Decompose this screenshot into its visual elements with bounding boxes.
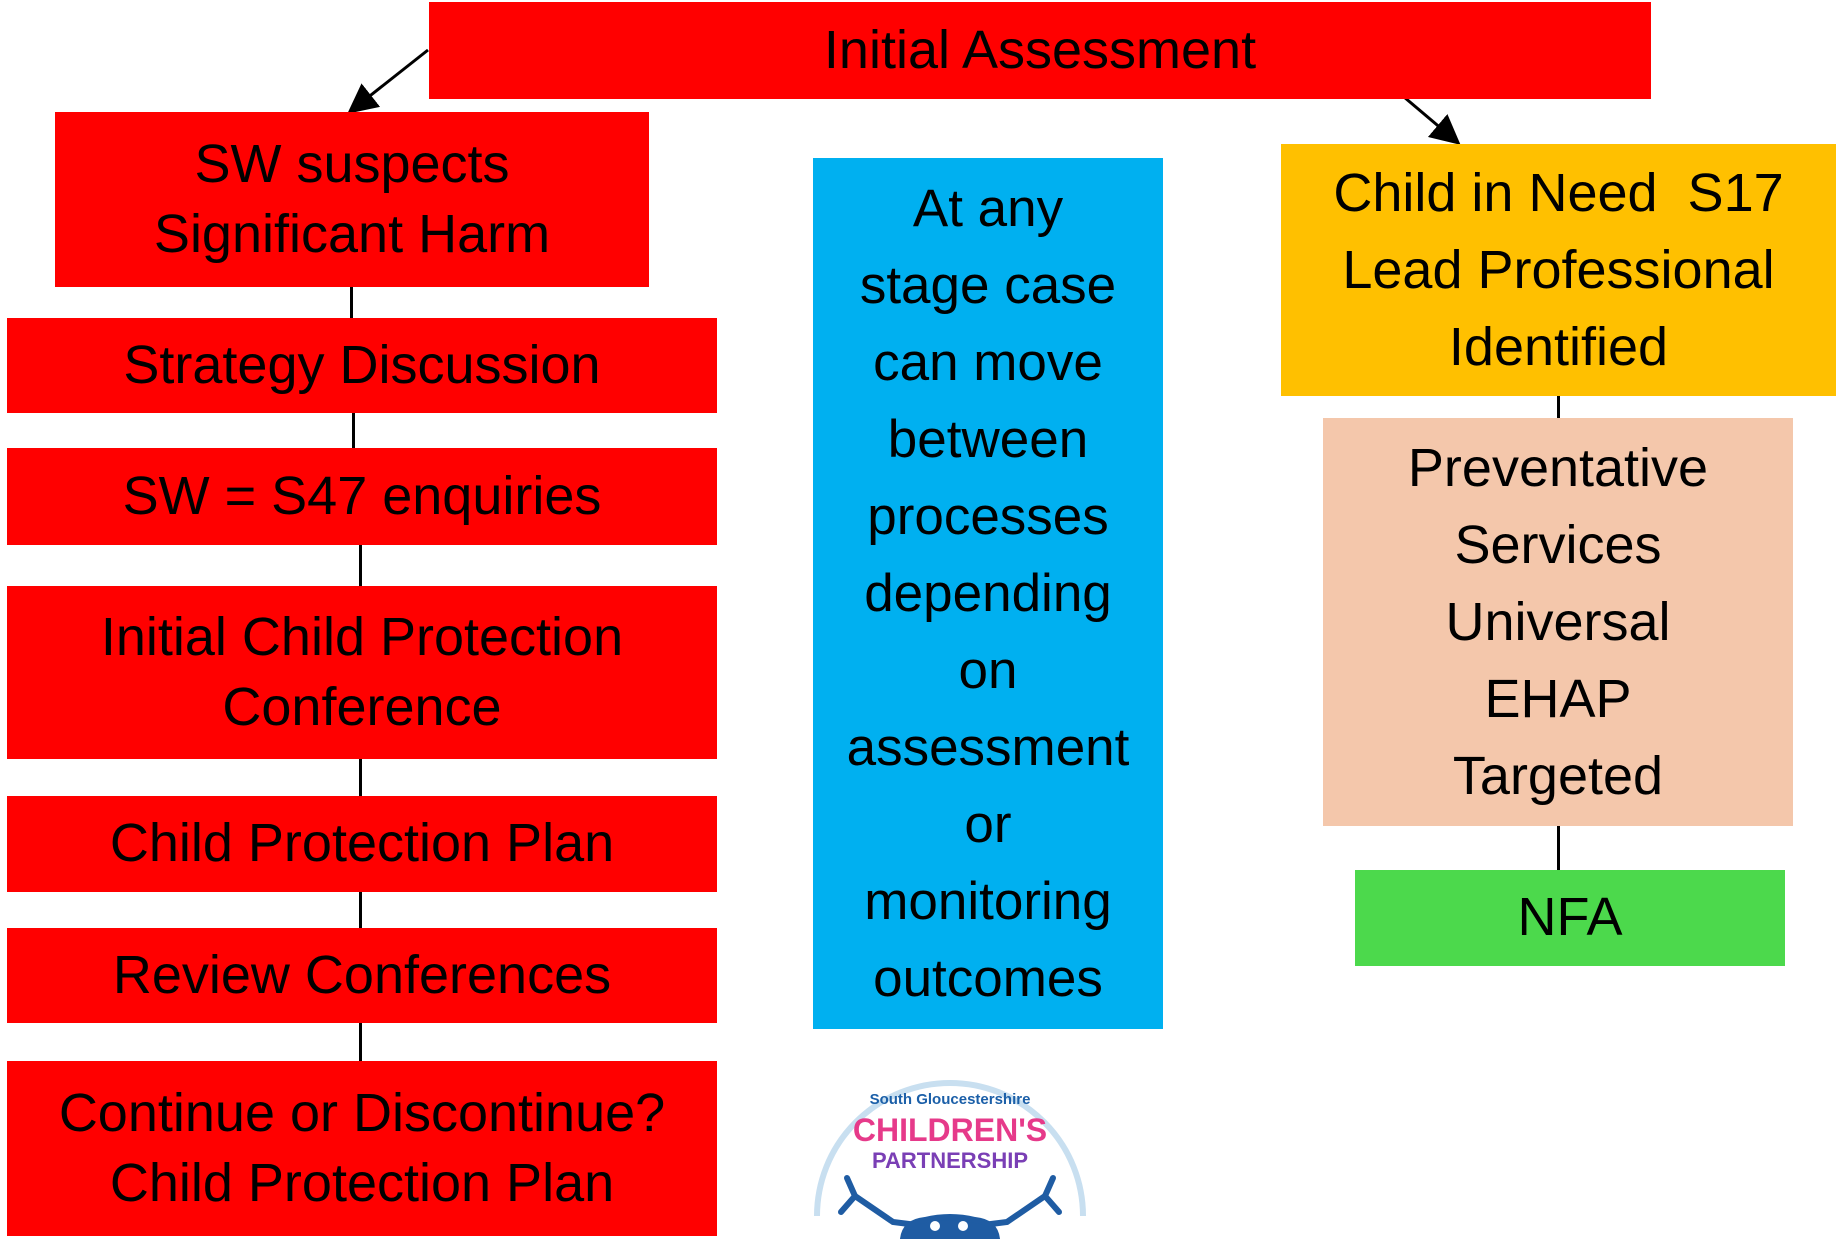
child-in-need-line-2: Lead Professional — [1342, 239, 1775, 300]
child-in-need-box: Child in Need S17 Lead Professional Iden… — [1281, 144, 1836, 396]
services-line: EHAP — [1484, 668, 1632, 729]
child-in-need-line-1: Child in Need S17 — [1333, 162, 1784, 223]
s47-enquiries-box: SW = S47 enquiries — [7, 448, 717, 545]
services-line: Targeted — [1452, 745, 1664, 806]
strategy-discussion-label: Strategy Discussion — [123, 334, 601, 395]
logo-line-2: CHILDREN'S — [853, 1112, 1047, 1148]
child-in-need-line-3: Identified — [1448, 316, 1669, 377]
child-protection-plan-box: Child Protection Plan — [7, 796, 717, 892]
child-protection-plan-label: Child Protection Plan — [109, 813, 615, 874]
connector-line — [359, 544, 362, 588]
s47-enquiries-label: SW = S47 enquiries — [122, 465, 602, 526]
significant-harm-line-2: Significant Harm — [153, 203, 551, 264]
note-line: stage case — [859, 256, 1117, 315]
note-line: processes — [867, 487, 1109, 546]
logo-line-3: PARTNERSHIP — [872, 1148, 1028, 1173]
connector-line — [350, 286, 353, 322]
initial-assessment-label: Initial Assessment — [823, 19, 1257, 80]
nfa-label: NFA — [1517, 887, 1623, 948]
arrow-to-significant-harm — [347, 48, 429, 114]
review-conferences-label: Review Conferences — [112, 944, 612, 1005]
note-line: monitoring — [864, 872, 1112, 931]
note-line: or — [964, 795, 1012, 854]
review-conferences-box: Review Conferences — [7, 928, 717, 1023]
note-line: on — [958, 641, 1018, 700]
initial-child-protection-conference-box: Initial Child Protection Conference — [7, 586, 717, 759]
significant-harm-line-1: SW suspects — [194, 134, 510, 195]
icpc-line-1: Initial Child Protection — [100, 607, 624, 668]
logo-figure — [838, 1175, 1062, 1239]
note-line: between — [887, 410, 1089, 469]
connector-line — [359, 891, 362, 929]
logo-eye — [930, 1221, 940, 1231]
note-line: can move — [873, 333, 1103, 392]
note-line: outcomes — [873, 949, 1103, 1008]
services-line: Services — [1454, 514, 1662, 575]
connector-line — [352, 412, 355, 450]
icpc-line-2: Conference — [222, 676, 502, 737]
initial-assessment-box: Initial Assessment — [429, 2, 1651, 99]
connector-line — [359, 1022, 362, 1062]
childrens-partnership-logo: South Gloucestershire CHILDREN'S PARTNER… — [814, 1080, 1086, 1239]
services-line: Universal — [1445, 591, 1671, 652]
arrow-to-child-in-need — [1403, 95, 1461, 145]
logo-line-1: South Gloucestershire — [870, 1091, 1031, 1108]
significant-harm-box: SW suspects Significant Harm — [55, 112, 649, 287]
connector-line — [1557, 826, 1560, 872]
note-line: At any — [912, 179, 1064, 238]
continue-line-1: Continue or Discontinue? — [58, 1083, 666, 1144]
logo-arch — [814, 1080, 1086, 1217]
logo-eye — [958, 1221, 968, 1231]
preventative-services-box: Preventative Services Universal EHAP Tar… — [1323, 418, 1793, 826]
strategy-discussion-box: Strategy Discussion — [7, 318, 717, 413]
continue-line-2: Child Protection Plan — [109, 1152, 615, 1213]
continue-or-discontinue-box: Continue or Discontinue? Child Protectio… — [7, 1061, 717, 1236]
connector-line — [1557, 395, 1560, 419]
nfa-box: NFA — [1355, 870, 1785, 966]
stage-note-box: At any stage case can move between proce… — [813, 158, 1163, 1029]
note-line: assessment — [846, 718, 1130, 777]
note-line: depending — [864, 564, 1112, 623]
connector-line — [359, 758, 362, 798]
services-line: Preventative — [1407, 437, 1709, 498]
